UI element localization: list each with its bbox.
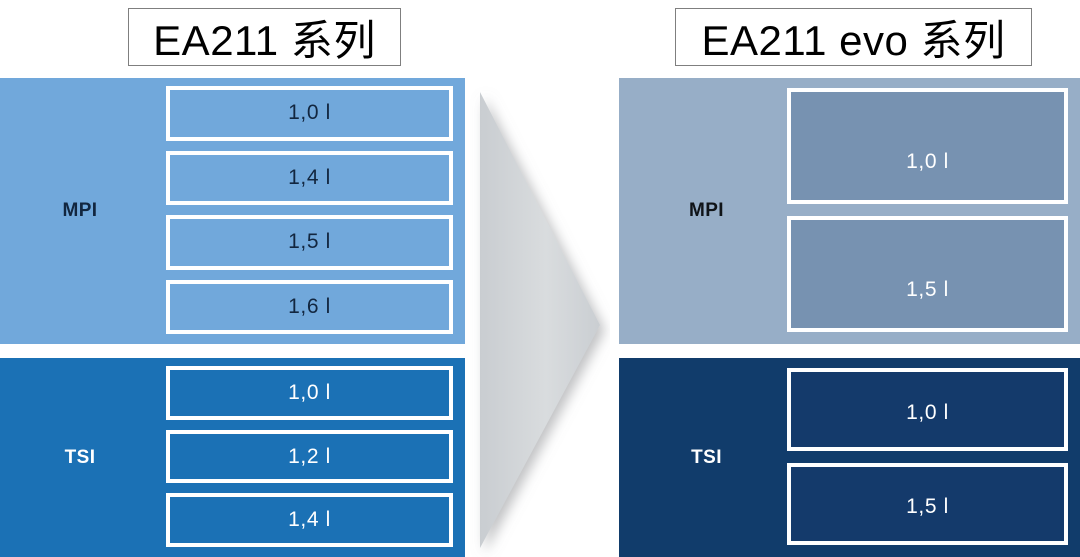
list-item[interactable]: 1,0 l (787, 368, 1068, 451)
list-item[interactable]: 1,4 l (166, 150, 453, 205)
right-group-tsi: TSI 1,0 l 1,5 l (619, 358, 1080, 557)
right-title: EA211 evo 系列 (675, 8, 1032, 66)
left-group-tsi-label: TSI (64, 446, 96, 468)
left-column: MPI 1,0 l 1,4 l 1,5 l 1,6 l TSI 1,0 l 1,… (0, 78, 465, 557)
left-mpi-item-list: 1,0 l 1,4 l 1,5 l 1,6 l (166, 86, 453, 344)
list-item[interactable]: 1,5 l (787, 462, 1068, 545)
right-tsi-item-list: 1,0 l 1,5 l (787, 368, 1068, 557)
list-item[interactable]: 1,5 l (787, 216, 1068, 332)
right-column: MPI 1,0 l 1,5 l TSI 1,0 l 1,5 l (619, 78, 1080, 557)
left-group-mpi-label: MPI (62, 200, 98, 221)
left-group-mpi: MPI 1,0 l 1,4 l 1,5 l 1,6 l (0, 78, 465, 344)
right-mpi-item-list: 1,0 l 1,5 l (787, 88, 1068, 344)
list-item[interactable]: 1,6 l (166, 279, 453, 334)
right-group-mpi: MPI 1,0 l 1,5 l (619, 78, 1080, 344)
list-item[interactable]: 1,0 l (166, 86, 453, 141)
list-item[interactable]: 1,0 l (166, 366, 453, 420)
list-item[interactable]: 1,5 l (166, 215, 453, 270)
list-item[interactable]: 1,4 l (166, 493, 453, 548)
left-tsi-item-list: 1,0 l 1,2 l 1,4 l (166, 366, 453, 557)
list-item[interactable]: 1,2 l (166, 429, 453, 484)
right-group-mpi-label: MPI (689, 200, 724, 221)
chevron-right-arrow (480, 92, 600, 548)
left-group-tsi: TSI 1,0 l 1,2 l 1,4 l (0, 358, 465, 557)
list-item[interactable]: 1,0 l (787, 88, 1068, 204)
right-group-tsi-label: TSI (691, 446, 722, 468)
left-title: EA211 系列 (128, 8, 401, 66)
